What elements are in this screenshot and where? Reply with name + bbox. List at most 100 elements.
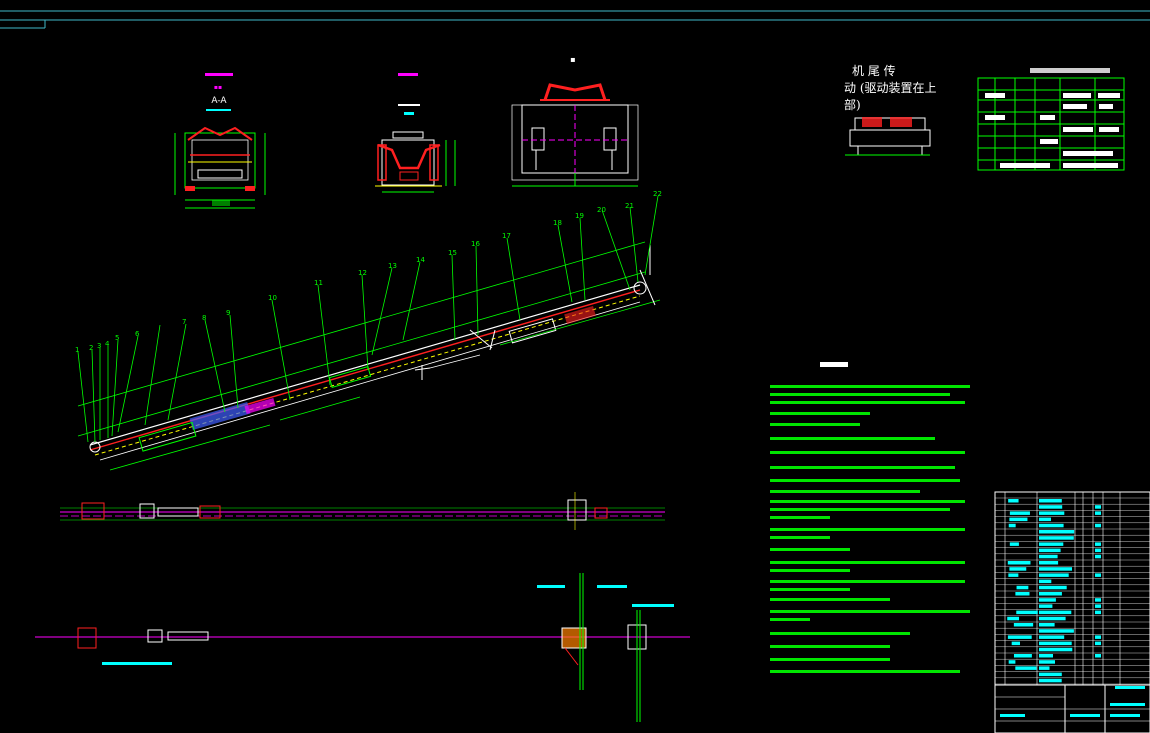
parts-cell-fill <box>1095 610 1101 615</box>
parts-cell-fill <box>1039 672 1062 677</box>
parts-cell-fill <box>1095 641 1101 646</box>
parts-cell-fill <box>1016 585 1029 590</box>
parts-cell-fill <box>1039 666 1050 670</box>
drive-note: 机 尾 传 动 (驱动装置在上 部) <box>844 63 937 156</box>
conveyor-elevation <box>77 241 661 471</box>
callout-5: 5 <box>115 334 119 342</box>
parts-cell-fill <box>1039 641 1072 646</box>
parts-cell-fill <box>1039 499 1062 503</box>
callout-leaders <box>77 195 659 443</box>
callout-15: 15 <box>448 249 457 257</box>
parts-cell-fill <box>1095 548 1101 553</box>
callout-22: 22 <box>653 190 662 198</box>
parts-cell-fill <box>1039 573 1069 577</box>
parts-cell-fill <box>1039 561 1059 565</box>
parts-cell-fill <box>1039 592 1062 596</box>
parts-cell-fill <box>1015 666 1037 670</box>
parts-cell-fill <box>1039 654 1053 658</box>
callout-16: 16 <box>471 240 480 248</box>
drive-note-line2: 动 (驱动装置在上 <box>844 81 937 95</box>
parts-cell-fill <box>1039 511 1065 515</box>
callout-1: 1 <box>75 346 79 354</box>
callout-21: 21 <box>625 202 634 210</box>
parts-cell-fill <box>1039 579 1052 584</box>
parts-cell-fill <box>1009 511 1030 515</box>
parts-cell-fill <box>1039 542 1064 546</box>
parts-cell-fill <box>1039 517 1051 522</box>
parts-list <box>994 491 1150 733</box>
parts-cell-fill <box>1013 623 1034 627</box>
parts-cell-fill <box>1007 635 1032 639</box>
stand-view: ▪ <box>511 55 639 187</box>
parts-cell-fill <box>1009 542 1019 546</box>
parts-cell-fill <box>1039 660 1055 664</box>
callout-4: 4 <box>105 340 110 348</box>
parts-cell-fill <box>1095 598 1101 602</box>
parts-cell-fill <box>1095 604 1101 608</box>
plan-view-lower <box>35 573 690 722</box>
callout-11: 11 <box>314 279 323 287</box>
callout-17: 17 <box>502 232 511 240</box>
parts-cell-fill <box>1007 616 1020 621</box>
drive-note-line3: 部) <box>844 97 861 112</box>
parameter-table <box>977 68 1125 171</box>
parts-cell-fill <box>1011 641 1020 646</box>
callout-8: 8 <box>202 314 206 322</box>
callout-3: 3 <box>97 342 101 350</box>
callout-7: 7 <box>182 318 186 326</box>
callout-14: 14 <box>416 256 425 264</box>
parts-cell-fill <box>1039 505 1063 509</box>
parts-cell-fill <box>1009 567 1027 571</box>
parts-cell-fill <box>1039 604 1053 608</box>
callout-19: 19 <box>575 212 584 220</box>
technical-notes <box>770 362 970 673</box>
parts-cell-fill <box>1095 505 1101 509</box>
parts-cell-fill <box>1008 660 1016 664</box>
parts-cell-fill <box>1039 530 1075 534</box>
plan-view-upper <box>60 492 665 530</box>
parts-cell-fill <box>1095 635 1101 639</box>
callout-6: 6 <box>135 330 140 338</box>
parts-cell-fill <box>1095 511 1101 515</box>
parts-cell-fill <box>1039 635 1065 639</box>
callout-20: 20 <box>597 206 606 214</box>
drive-note-line1: 机 尾 传 <box>852 63 896 78</box>
parts-cell-fill <box>1039 647 1073 652</box>
parts-cell-fill <box>1008 523 1016 528</box>
callout-numbers: 1 2 3 4 5 6 7 8 9 10 11 12 13 14 15 16 1… <box>75 190 662 354</box>
parts-cell-fill <box>1008 499 1019 503</box>
parts-cell-fill <box>1007 561 1031 565</box>
parts-cell-fill <box>1039 623 1055 627</box>
parts-cell-fill <box>1095 654 1101 658</box>
parts-cell-fill <box>1095 542 1101 546</box>
svg-text:▪▪: ▪▪ <box>214 84 222 91</box>
parts-cell-fill <box>1013 654 1032 658</box>
parts-cell-fill <box>1016 610 1038 615</box>
parts-cell-fill <box>1039 616 1066 621</box>
parts-cell-fill <box>1039 610 1072 615</box>
parts-cell-fill <box>1039 678 1062 683</box>
parts-cell-fill <box>1039 629 1074 633</box>
parts-cell-fill <box>1039 523 1064 528</box>
callout-18: 18 <box>553 219 562 227</box>
parts-cell-fill <box>1039 567 1072 571</box>
section-aa-label: A-A <box>211 96 227 106</box>
callout-13: 13 <box>388 262 397 270</box>
parts-cell-fill <box>1039 585 1067 590</box>
callout-9: 9 <box>226 309 230 317</box>
drawing-frame <box>0 10 1150 29</box>
section-aa-view: ▪▪ A-A <box>174 73 266 209</box>
parts-cell-fill <box>1095 554 1101 559</box>
parts-cell-fill <box>1008 573 1019 577</box>
parts-cell-fill <box>1095 523 1101 528</box>
callout-12: 12 <box>358 269 367 277</box>
callout-2: 2 <box>89 344 93 352</box>
svg-text:▪: ▪ <box>570 55 575 64</box>
trough-section-view <box>375 73 456 193</box>
parts-cell-fill <box>1039 548 1061 553</box>
callout-10: 10 <box>268 294 277 302</box>
parts-cell-fill <box>1039 536 1074 540</box>
parts-cell-fill <box>1039 598 1056 602</box>
parts-cell-fill <box>1015 592 1030 596</box>
